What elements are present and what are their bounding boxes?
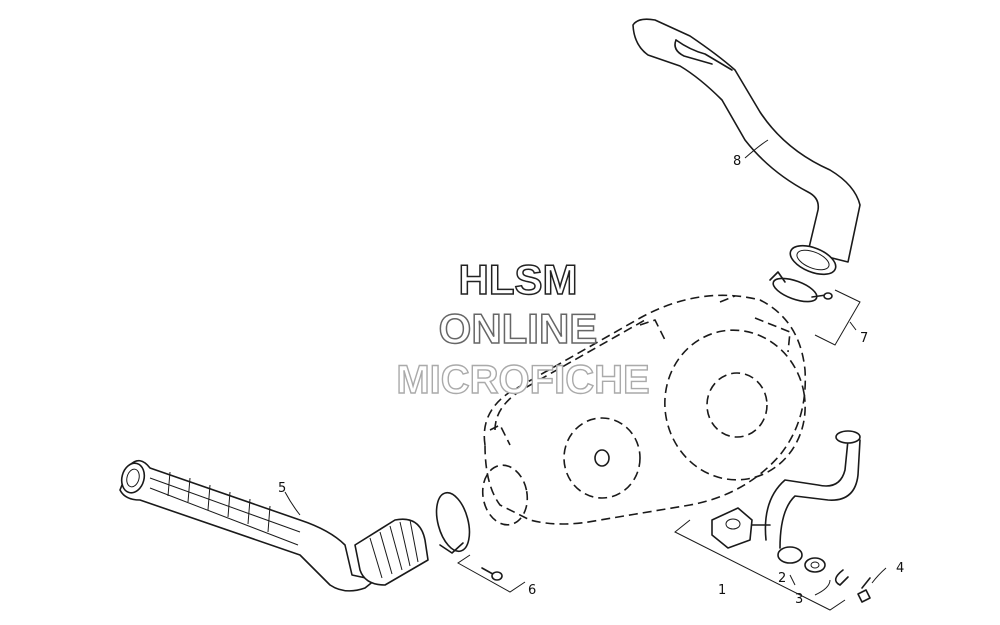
- inlet-intake-duct: [119, 459, 429, 592]
- watermark-line-2: ONLINE: [439, 305, 598, 352]
- lever-assembly: [711, 430, 861, 564]
- callout-3: 3: [795, 592, 803, 607]
- watermark-line-1: HLSM: [459, 256, 578, 303]
- callout-4: 4: [896, 561, 904, 576]
- washer: [804, 557, 826, 573]
- inlet-clamp: [435, 491, 503, 581]
- callout-8: 8: [733, 154, 741, 169]
- retaining-clip: [834, 569, 849, 586]
- callout-5: 5: [278, 481, 286, 496]
- outlet-clamp: [769, 271, 833, 303]
- leader-lines: [284, 139, 887, 611]
- callout-labels: 8 7 5 6 1 2 3 4: [278, 154, 904, 607]
- callout-6: 6: [528, 583, 536, 598]
- callout-7: 7: [860, 331, 868, 346]
- watermark: HLSM ONLINE MICROFICHE: [396, 255, 651, 402]
- clutch-cover: [481, 294, 807, 526]
- watermark-line-3: MICROFICHE: [396, 358, 649, 402]
- callout-1: 1: [718, 583, 726, 598]
- upper-outlet-duct: [632, 18, 861, 276]
- bolt: [857, 577, 871, 603]
- callout-2: 2: [778, 571, 786, 586]
